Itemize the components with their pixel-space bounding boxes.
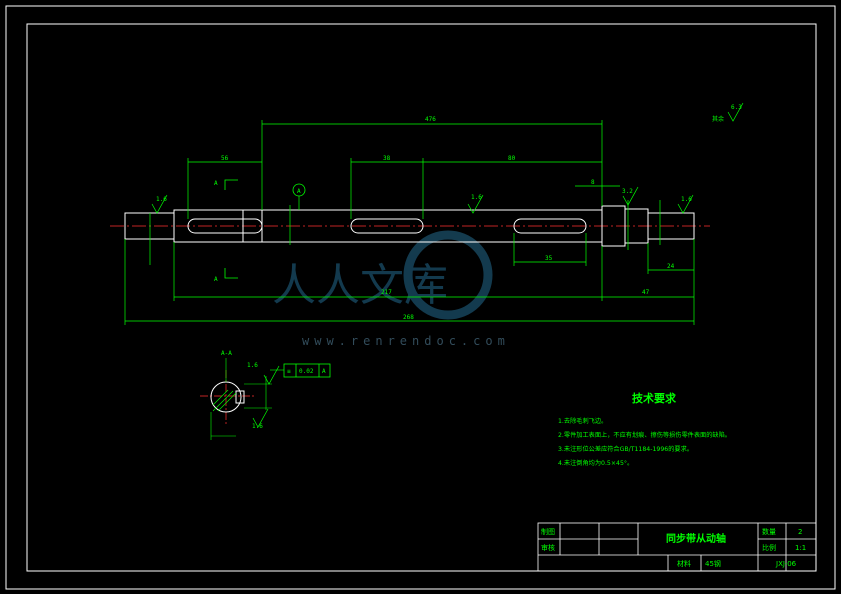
- tb-material-label: 材料: [677, 559, 691, 568]
- tb-material-value: 45钢: [705, 559, 721, 568]
- dim-38: 38: [383, 155, 391, 162]
- tb-qty-label: 数量: [762, 527, 776, 536]
- watermark: 人人文库 www.renrendoc.com: [272, 230, 510, 348]
- note-item-2: 2.零件加工表面上，不应有划痕、擦伤等损伤零件表面的缺陷。: [558, 431, 731, 439]
- tb-scale-label: 比例: [762, 543, 776, 552]
- dimension-lines: [124, 120, 695, 325]
- tolerance-value: 0.02: [299, 368, 314, 375]
- section-view: [200, 358, 284, 440]
- title-block: [537, 522, 817, 572]
- tb-part-name: 同步带从动轴: [666, 532, 726, 545]
- outer-border: [5, 5, 836, 590]
- dim-217: 217: [381, 289, 392, 296]
- roughness-3: 3.2: [622, 188, 633, 195]
- tolerance-datum: A: [322, 368, 326, 375]
- note-item-1: 1.去除毛刺飞边。: [558, 417, 607, 425]
- note-item-3: 3.未注形位公差应符合GB/T1184-1996的要求。: [558, 445, 693, 453]
- roughness-2: 1.6: [471, 194, 482, 201]
- roughness-global-value: 6.3: [731, 104, 742, 111]
- inner-border: [26, 23, 817, 572]
- dim-476: 476: [425, 116, 436, 123]
- tolerance-symbol: ≡: [287, 368, 291, 375]
- watermark-url: www.renrendoc.com: [302, 334, 510, 348]
- note-item-4: 4.未注倒角均为0.5×45°。: [558, 459, 633, 467]
- dim-35: 35: [545, 255, 553, 262]
- keyways: [187, 218, 587, 234]
- notes-title: 技术要求: [632, 391, 677, 405]
- tolerance-frame: [283, 363, 331, 378]
- tb-qty-value: 2: [798, 528, 802, 536]
- dim-8: 8: [591, 179, 595, 186]
- section-label-bottom: A: [214, 276, 218, 283]
- section-markers: [224, 179, 238, 279]
- watermark-text: 人人文库: [272, 260, 448, 311]
- dim-47: 47: [642, 289, 650, 296]
- roughness-6: 1.6: [252, 423, 263, 430]
- roughness-4: 1.6: [681, 196, 692, 203]
- dim-56: 56: [221, 155, 229, 162]
- tb-drawing-no: JXJ-06: [775, 560, 797, 568]
- tb-scale-value: 1:1: [795, 544, 806, 552]
- roughness-global-symbol: 其余: [712, 115, 724, 123]
- dim-268: 268: [403, 314, 414, 321]
- tb-checked-label: 审核: [541, 543, 555, 552]
- dim-80: 80: [508, 155, 516, 162]
- roughness-1: 1.6: [156, 196, 167, 203]
- section-label-top: A: [214, 180, 218, 187]
- dim-24: 24: [667, 263, 675, 270]
- datum-letter: A: [297, 188, 301, 195]
- section-view-label: A-A: [221, 350, 232, 357]
- roughness-5: 1.6: [247, 362, 258, 369]
- tb-drawn-label: 制图: [541, 527, 555, 536]
